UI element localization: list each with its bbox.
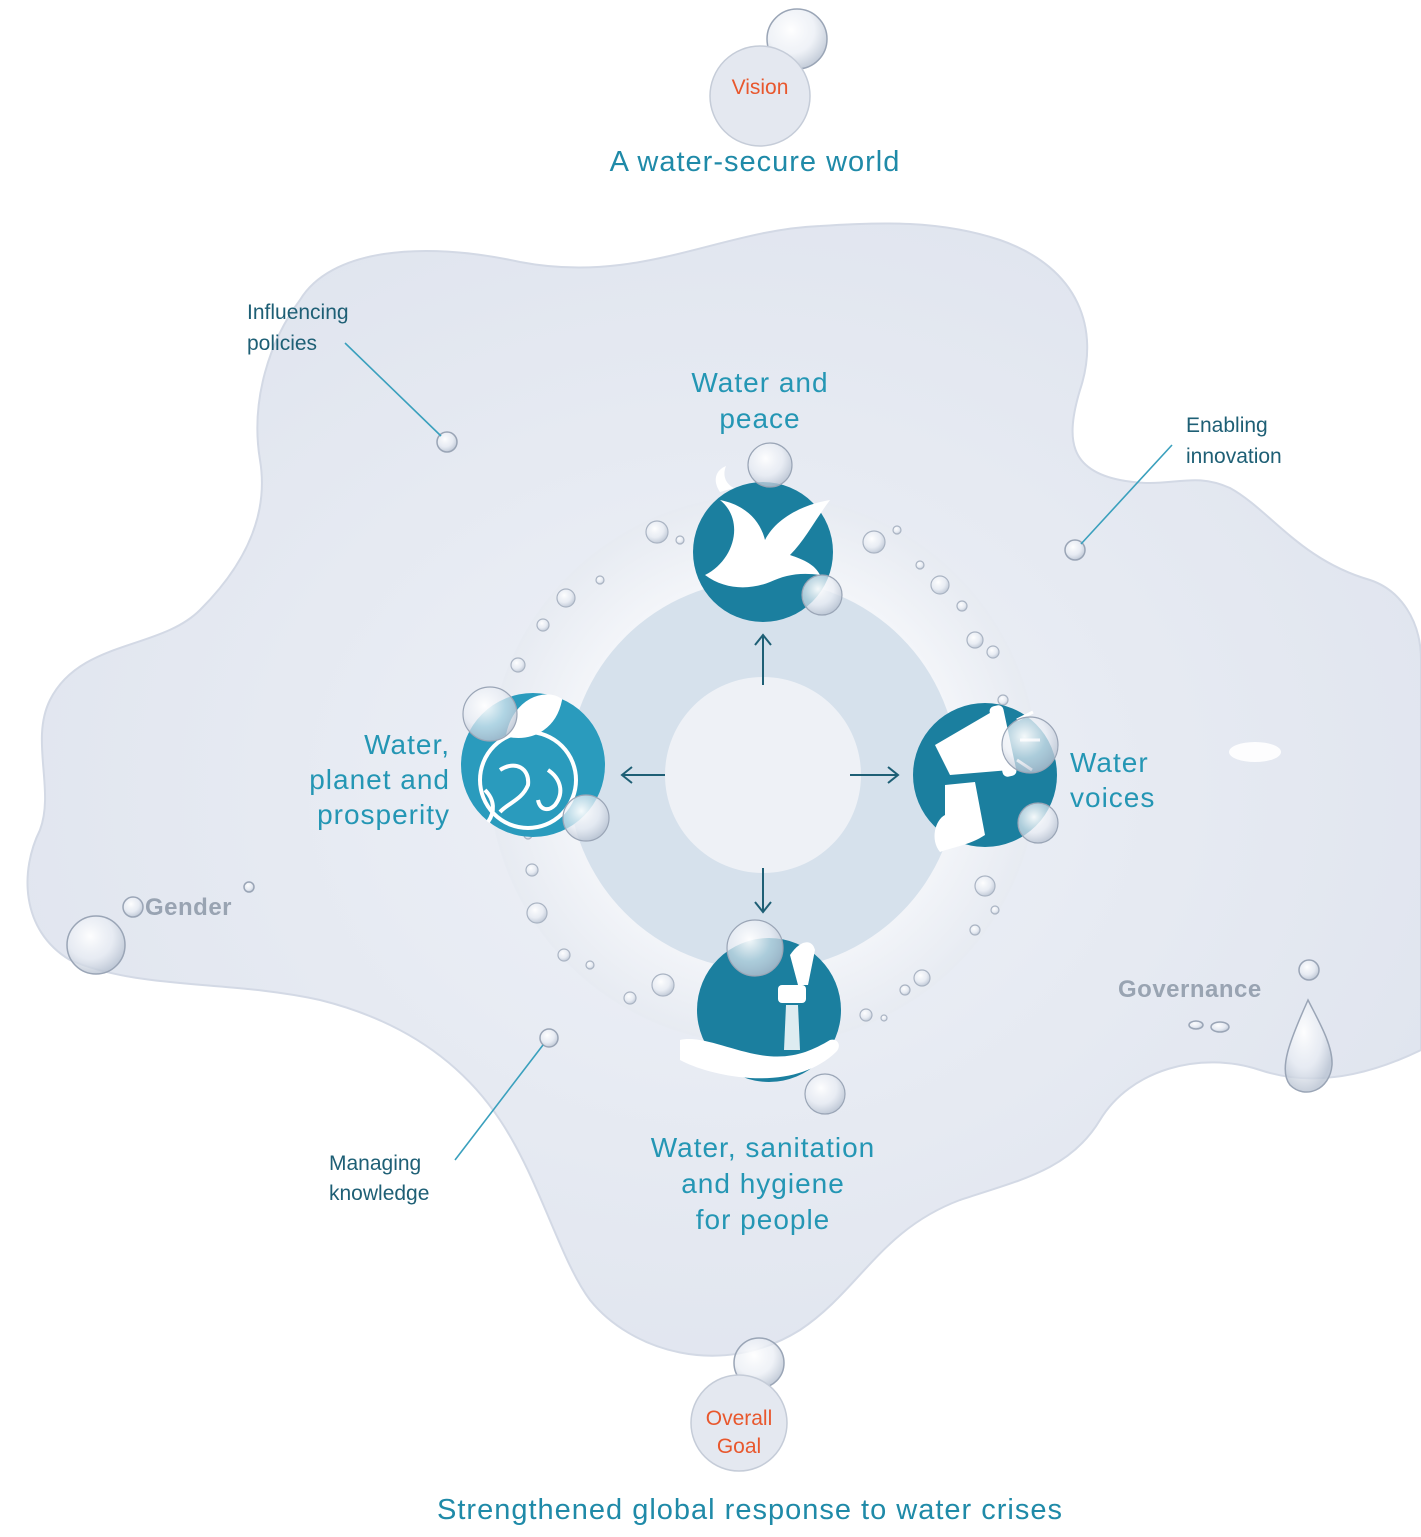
center-circle (665, 677, 861, 873)
lever-lines (344, 342, 1173, 1161)
lever-enabling-line1: Enabling (1186, 414, 1268, 437)
lever-influencing-line2: policies (247, 332, 318, 355)
pillar-voices-line1: Water (1070, 747, 1149, 778)
pillar-voices-line2: voices (1070, 782, 1156, 813)
lever-managing-line1: Managing (329, 1152, 422, 1175)
bubble-ring (510, 520, 1009, 1022)
pillar-wash-line2: and hygiene (681, 1168, 845, 1199)
goal-label-line1: Overall (705, 1407, 773, 1430)
theme-gender: Gender (145, 894, 233, 921)
vision-drop (709, 45, 811, 147)
pillar-peace-line1: Water and (691, 367, 829, 398)
hand-tap-icon (680, 942, 839, 1079)
goal-drop (690, 1374, 788, 1472)
goal-text: Strengthened global response to water cr… (437, 1494, 1063, 1526)
pillar-planet-line2: planet and (309, 764, 450, 795)
center-arrows (620, 633, 900, 914)
goal-label-line2: Goal (716, 1435, 762, 1458)
pillar-wash-line1: Water, sanitation (650, 1132, 876, 1163)
dove-icon (705, 466, 830, 588)
pillar-planet-line1: Water, (364, 729, 450, 760)
pillar-peace-line2: peace (719, 403, 801, 434)
globe-leaf-icon (478, 694, 578, 830)
water-drops (66, 8, 1333, 1472)
lever-enabling-line2: innovation (1186, 445, 1282, 468)
vision-text: A water-secure world (609, 146, 901, 178)
lever-managing-line2: knowledge (329, 1182, 430, 1205)
vision-label: Vision (731, 76, 789, 99)
pillar-planet-line3: prosperity (317, 799, 450, 830)
pillar-wash-line3: for people (695, 1204, 831, 1235)
lever-influencing-line1: Influencing (247, 301, 349, 324)
theme-governance: Governance (1118, 976, 1262, 1003)
